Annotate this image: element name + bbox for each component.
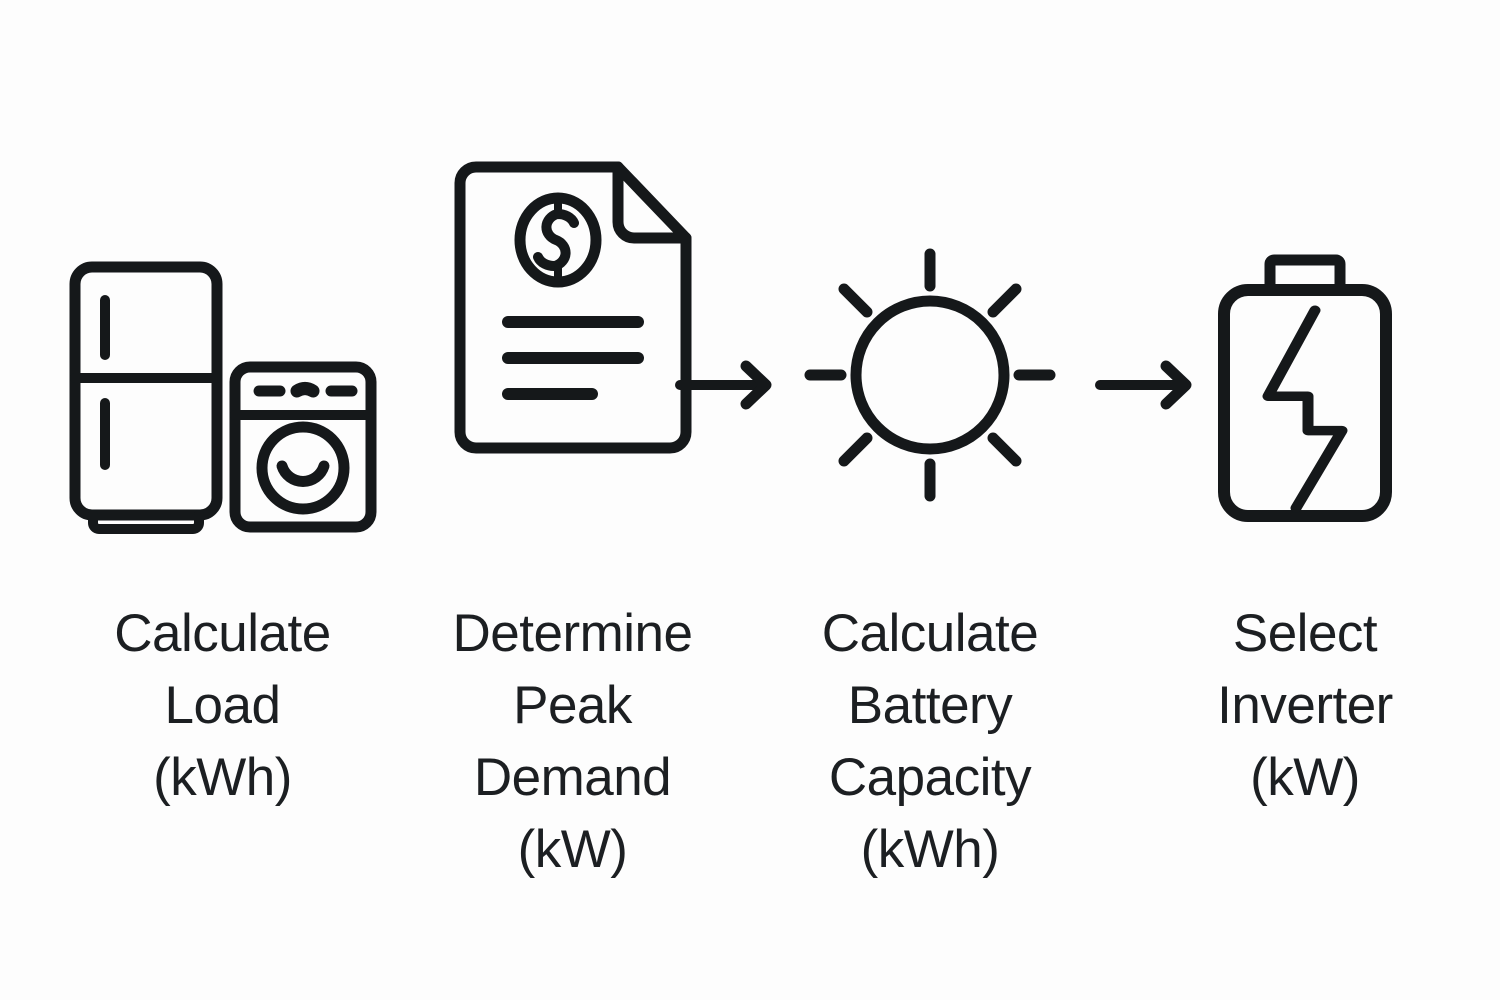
sun-rays — [804, 248, 1056, 502]
sun-icon — [780, 248, 1080, 502]
lightning-bolt-icon — [1262, 305, 1348, 513]
arrow-right-icon-1 — [675, 360, 776, 410]
step-1-label: Calculate Load (kWh) — [114, 604, 331, 807]
arrow-right-icon-2 — [1095, 360, 1196, 410]
document-text-lines — [501, 316, 644, 400]
dollar-circle-icon — [514, 192, 601, 288]
battery-icon — [1218, 254, 1392, 522]
process-step-3[interactable]: Calculate Battery Capacity (kWh) — [780, 0, 1080, 1000]
step-2-label: Determine Peak Demand (kW) — [452, 604, 693, 879]
invoice-dollar-document-icon — [400, 160, 745, 460]
washing-machine-icon — [229, 361, 376, 533]
sun-circle — [850, 295, 1010, 455]
appliances-fridge-washer-icon — [20, 255, 425, 534]
process-step-4[interactable]: Select Inverter (kW) — [1160, 0, 1450, 1000]
step-4-label: Select Inverter (kW) — [1217, 604, 1393, 807]
process-step-2[interactable]: Determine Peak Demand (kW) — [400, 0, 745, 1000]
refrigerator-icon — [69, 261, 222, 534]
step-3-label: Calculate Battery Capacity (kWh) — [821, 604, 1039, 879]
process-step-1[interactable]: Calculate Load (kWh) — [20, 0, 425, 1000]
battery-bolt-icon — [1160, 252, 1450, 524]
document-icon — [454, 161, 691, 454]
